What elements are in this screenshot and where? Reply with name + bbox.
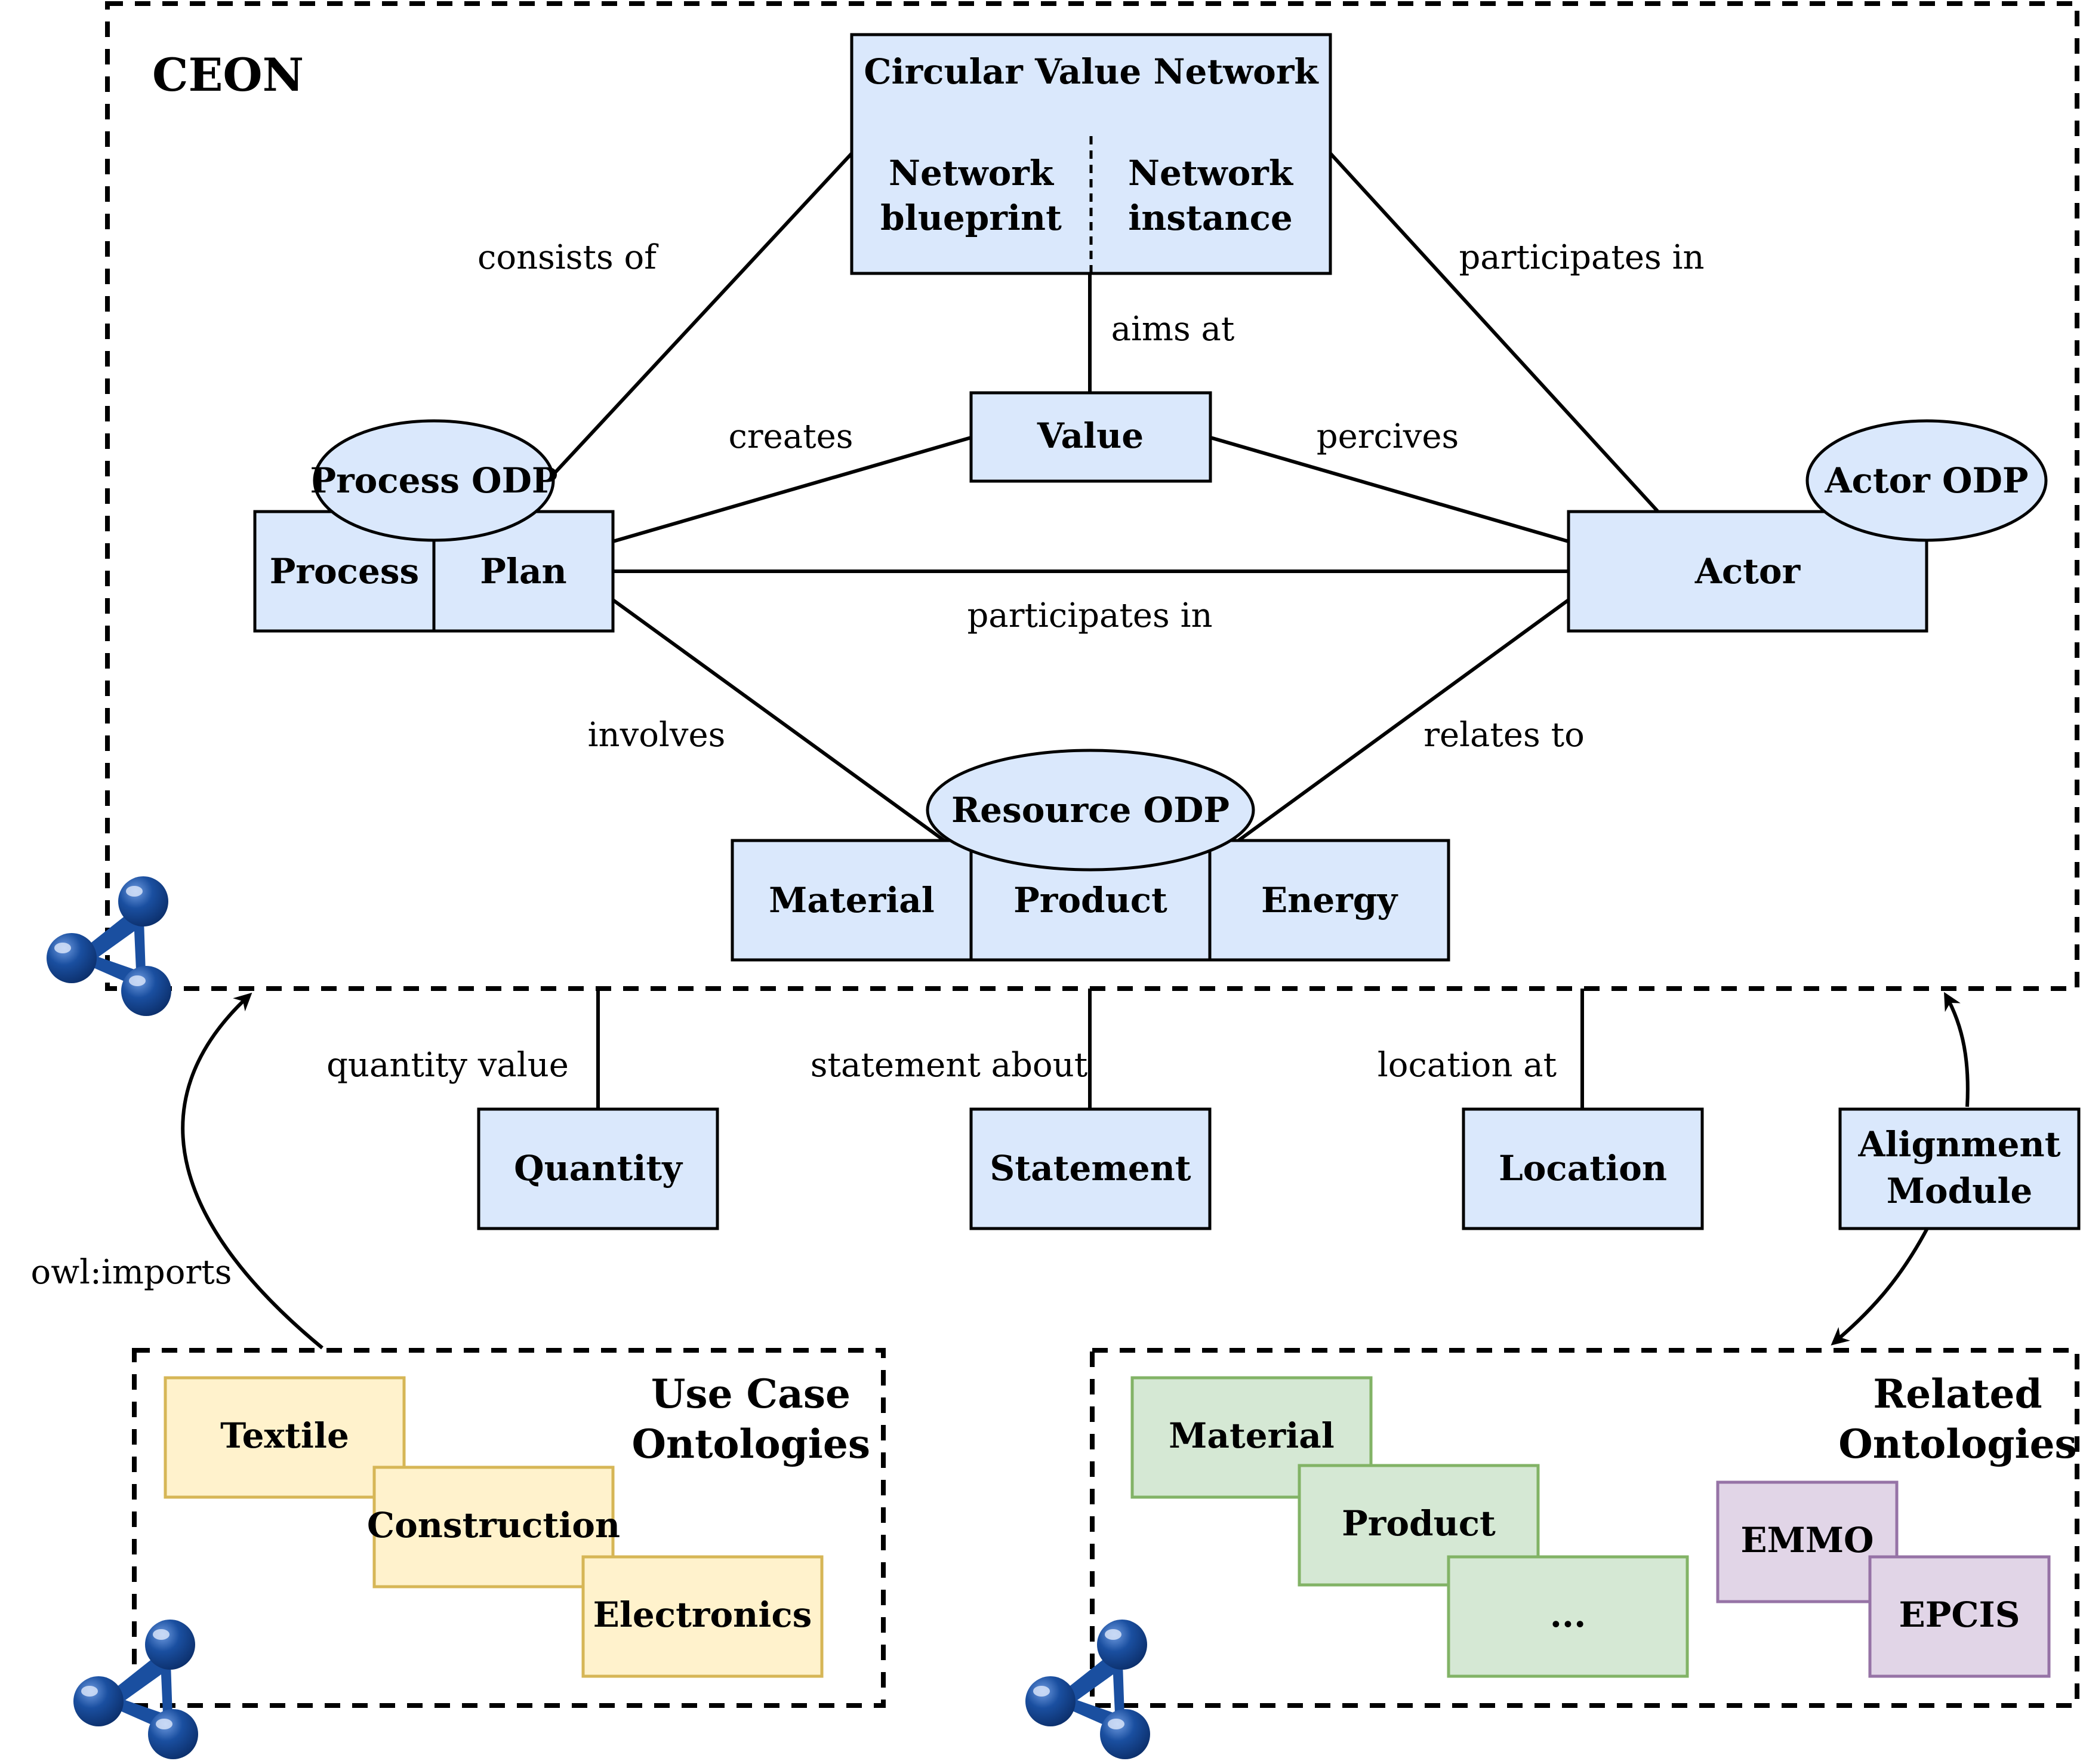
alignment-module-line1: Alignment	[1857, 1124, 2060, 1165]
external-item-epcis	[1868, 1555, 2051, 1678]
related-item-more	[1447, 1555, 1689, 1678]
material-label: Material	[769, 880, 935, 921]
resource-odp-ellipse	[926, 749, 1255, 872]
resource-odp-label: Resource ODP	[951, 790, 1230, 830]
location-box	[1462, 1107, 1704, 1230]
related-item-material-label: Material	[1169, 1415, 1335, 1456]
statement-box	[969, 1107, 1212, 1230]
location-label: Location	[1499, 1148, 1667, 1189]
related-item-more-label: ...	[1550, 1594, 1586, 1635]
use-case-item-electronics	[581, 1555, 824, 1678]
related-title-line1: Related	[1873, 1371, 2042, 1417]
use-case-item-construction	[372, 1466, 615, 1588]
label-quantity-value: quantity value	[326, 1046, 569, 1085]
external-item-epcis-label: EPCIS	[1899, 1594, 2020, 1635]
use-case-title-line2: Ontologies	[632, 1421, 870, 1467]
related-frame	[1090, 1348, 2079, 1708]
label-statement-about: statement about	[811, 1046, 1088, 1085]
related-item-product-label: Product	[1342, 1503, 1496, 1544]
network-blueprint-line2: blueprint	[880, 198, 1062, 238]
ceon-frame	[105, 1, 2079, 991]
label-relates-to: relates to	[1423, 716, 1585, 755]
edge-creates	[612, 436, 972, 543]
edge-relates-to	[1237, 598, 1570, 842]
energy-box	[1208, 839, 1450, 962]
edge-involves	[612, 598, 945, 842]
value-box	[969, 391, 1212, 483]
plan-label: Plan	[480, 551, 566, 592]
quantity-label: Quantity	[514, 1148, 683, 1189]
label-participates-in-mid: participates in	[967, 596, 1212, 635]
use-case-item-textile-label: Textile	[220, 1415, 349, 1456]
network-instance-line2: instance	[1128, 198, 1293, 238]
material-box	[731, 839, 973, 962]
edge-alignment-to-related	[1831, 1226, 1930, 1346]
label-consists-of: consists of	[477, 238, 659, 277]
quantity-box	[477, 1107, 719, 1230]
alignment-module-box	[1838, 1107, 2081, 1230]
alignment-module-line2: Module	[1887, 1171, 2033, 1211]
actor-label: Actor	[1694, 551, 1801, 592]
related-title-line2: Ontologies	[1838, 1421, 2076, 1467]
process-label: Process	[270, 551, 419, 592]
label-participates-in-top: participates in	[1459, 238, 1704, 277]
use-case-title-line1: Use Case	[651, 1371, 851, 1417]
label-owl-imports: owl:imports	[30, 1253, 232, 1292]
ontology-logo-icon	[47, 876, 171, 1016]
edge-owl-imports	[181, 992, 323, 1350]
label-involves: involves	[588, 716, 726, 755]
value-label: Value	[1037, 415, 1144, 456]
label-creates: creates	[728, 417, 853, 456]
label-aims-at: aims at	[1111, 310, 1235, 349]
external-item-emmo	[1716, 1480, 1899, 1603]
process-odp-ellipse	[313, 419, 555, 542]
use-case-item-construction-label: Construction	[367, 1505, 620, 1546]
network-instance-line1: Network	[1128, 153, 1294, 193]
edge-alignment-to-ceon	[1944, 992, 1970, 1107]
process-box	[253, 510, 436, 633]
use-case-item-textile	[164, 1376, 406, 1499]
actor-odp-ellipse	[1805, 419, 2048, 542]
ontology-logo-icon	[1025, 1620, 1150, 1759]
network-blueprint-line1: Network	[889, 153, 1055, 193]
energy-label: Energy	[1261, 880, 1398, 921]
related-item-product	[1298, 1464, 1540, 1587]
product-label: Product	[1013, 880, 1167, 921]
ontology-logo-icon	[73, 1620, 198, 1759]
edge-participates-in-top	[1329, 152, 1659, 513]
statement-label: Statement	[990, 1148, 1191, 1189]
edge-consists-of	[550, 152, 853, 478]
edge-percives	[1210, 436, 1569, 543]
ceon-title: CEON	[152, 48, 304, 101]
actor-odp-label: Actor ODP	[1825, 460, 2029, 501]
use-case-item-electronics-label: Electronics	[593, 1594, 812, 1635]
process-odp-label: Process ODP	[310, 460, 557, 501]
label-percives: percives	[1317, 417, 1459, 456]
label-location-at: location at	[1378, 1046, 1557, 1085]
cvn-title: Circular Value Network	[864, 51, 1319, 92]
external-item-emmo-label: EMMO	[1740, 1520, 1874, 1560]
